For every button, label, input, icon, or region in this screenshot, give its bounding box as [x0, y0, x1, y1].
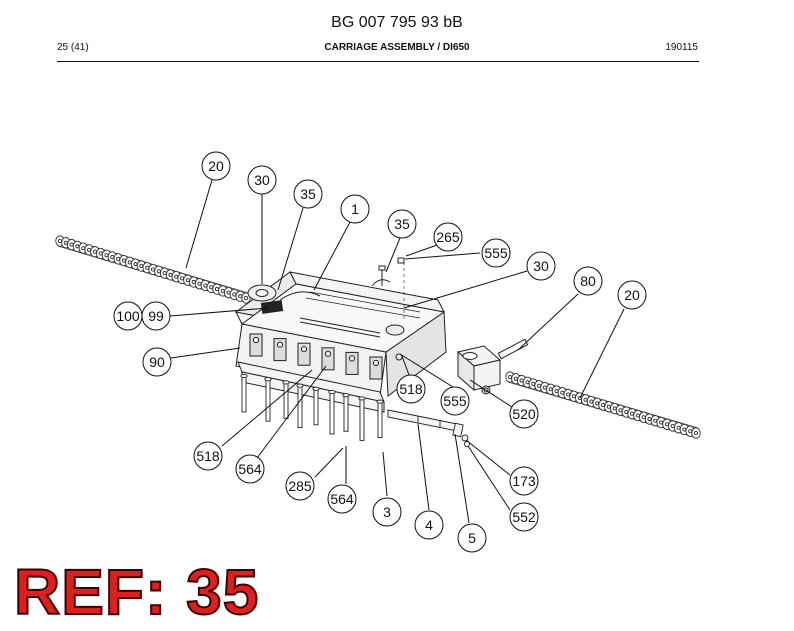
svg-text:518: 518	[196, 448, 220, 464]
callout-35-b: 35	[387, 209, 417, 239]
callout-564-b: 564	[327, 484, 357, 514]
reference-label: REF: 35	[13, 556, 260, 628]
carriage-body	[235, 257, 447, 397]
svg-text:99: 99	[148, 308, 164, 324]
callout-99: 99	[141, 301, 171, 331]
callout-555: 555	[481, 238, 511, 268]
svg-text:555: 555	[443, 393, 467, 409]
svg-text:20: 20	[624, 287, 640, 303]
svg-text:1: 1	[351, 201, 359, 217]
svg-text:173: 173	[512, 473, 536, 489]
pins-row	[240, 373, 384, 441]
callout-518: 518	[396, 374, 426, 404]
callout-20-b: 20	[617, 280, 647, 310]
page-number: 25 (41)	[57, 42, 89, 53]
svg-text:555: 555	[484, 245, 508, 261]
callout-35: 35	[293, 179, 323, 209]
svg-text:4: 4	[425, 517, 433, 533]
callout-555-b: 555	[440, 386, 470, 416]
callout-5: 5	[457, 523, 487, 553]
callout-1: 1	[340, 194, 370, 224]
svg-text:285: 285	[288, 478, 312, 494]
callout-173: 173	[509, 466, 539, 496]
shaft	[387, 409, 470, 447]
svg-text:80: 80	[580, 273, 596, 289]
callout-90: 90	[142, 347, 172, 377]
callout-564: 564	[235, 454, 265, 484]
callout-518-b: 518	[193, 441, 223, 471]
callout-30: 30	[247, 165, 277, 195]
svg-text:100: 100	[116, 308, 140, 324]
callout-20: 20	[201, 151, 231, 181]
callout-4: 4	[414, 510, 444, 540]
callout-552: 552	[509, 502, 539, 532]
svg-text:552: 552	[512, 509, 536, 525]
callout-520: 520	[509, 399, 539, 429]
callout-80: 80	[573, 266, 603, 296]
svg-text:518: 518	[399, 381, 423, 397]
svg-text:30: 30	[254, 172, 270, 188]
document-date: 190115	[665, 42, 698, 53]
svg-text:3: 3	[383, 504, 391, 520]
callout-265: 265	[433, 222, 463, 252]
svg-text:5: 5	[468, 530, 476, 546]
right-chain	[505, 371, 701, 439]
callout-markers: 20 30 35 1 35 265 555 30 80 20 100 99 90…	[113, 151, 647, 553]
svg-text:35: 35	[300, 186, 316, 202]
header-rule	[57, 61, 699, 62]
leader-lines	[169, 179, 625, 524]
svg-text:564: 564	[330, 491, 354, 507]
page-title: CARRIAGE ASSEMBLY / DI650	[324, 42, 470, 53]
callout-3: 3	[372, 497, 402, 527]
left-chain	[55, 235, 251, 304]
svg-text:520: 520	[512, 406, 536, 422]
callout-100: 100	[113, 301, 143, 331]
svg-text:20: 20	[208, 158, 224, 174]
callout-285: 285	[285, 471, 315, 501]
svg-text:35: 35	[394, 216, 410, 232]
svg-text:265: 265	[436, 229, 460, 245]
svg-text:90: 90	[149, 354, 165, 370]
document-code: BG 007 795 93 bB	[331, 14, 463, 31]
svg-text:30: 30	[533, 258, 549, 274]
svg-text:564: 564	[238, 461, 262, 477]
callout-30-b: 30	[526, 251, 556, 281]
